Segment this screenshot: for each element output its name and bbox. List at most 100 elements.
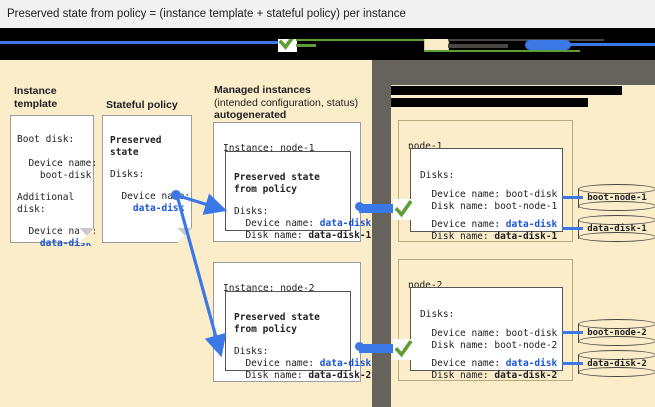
volume-label: boot-node-1 <box>587 192 647 203</box>
mi2-title: Instance: node-2 <box>223 283 315 294</box>
cylinder-top <box>578 215 655 225</box>
n2-boot-device-label: Device name: <box>420 328 506 339</box>
volume-data-disk-1: data-disk-1 <box>578 215 655 242</box>
mi-heading-line3: autogenerated <box>214 109 287 121</box>
column-heading-instance-template: Instance template <box>14 85 57 110</box>
legend-redaction-cover-top <box>0 28 655 39</box>
card-instance-template: Boot disk: Device name: boot-disk Additi… <box>10 115 98 249</box>
it-boot-disk-label: Boot disk: <box>17 134 75 145</box>
node1-name: node-1 <box>408 141 443 152</box>
n1-data-disk-value: data-disk-1 <box>494 231 558 242</box>
card-preserved-state-1: Preserved state from policy Disks: Devic… <box>225 151 371 241</box>
n1-boot-disk-label: Disk name: <box>420 201 495 212</box>
card-node-1-disks: Disks: Device name: boot-disk Disk name:… <box>410 148 563 242</box>
connector-mi1-to-node1 <box>359 204 397 213</box>
legend-blue-pill-icon <box>525 40 571 50</box>
column-heading-stateful-policy: Stateful policy <box>106 99 178 112</box>
legend-blue-line-icon-3 <box>565 43 655 46</box>
sp-disks-label: Disks: <box>110 169 145 180</box>
n2-boot-device-value: boot-disk <box>505 328 558 339</box>
ps1-device-label: Device name: <box>234 218 320 229</box>
it-additional-label2: disk: <box>17 204 46 215</box>
card-node-2: node-2 Disks: Device name: boot-disk Dis… <box>398 259 573 381</box>
node2-name: node-2 <box>408 280 443 291</box>
mi-heading-line2: (intended configuration, status) <box>214 96 359 109</box>
volume-boot-node-2: boot-node-2 <box>578 319 655 346</box>
ps2-device-value: data-disk <box>319 358 372 369</box>
n1-data-device-label: Device name: <box>420 219 506 230</box>
mi1-title: Instance: node-1 <box>223 143 315 154</box>
n2-disks-label: Disks: <box>420 309 455 320</box>
it-additional-label: Additional <box>17 192 75 203</box>
legend-blue-line-icon <box>0 41 278 44</box>
card-node-1: node-1 Disks: Device name: boot-disk Dis… <box>398 120 573 242</box>
cylinder-top <box>578 350 655 360</box>
card-fold-corner <box>79 228 94 243</box>
ps1-disks-label: Disks: <box>234 206 269 217</box>
link-node1-boot-volume <box>562 196 583 199</box>
status-check-icon-node-2 <box>393 339 414 360</box>
legend-green-line-icon <box>296 38 424 41</box>
ps2-disk-label: Disk name: <box>234 370 309 381</box>
ps1-device-value: data-disk <box>319 218 372 229</box>
legend-redaction-bar-2 <box>448 44 508 48</box>
card-managed-instance-1: Instance: node-1 Preserved state from po… <box>213 122 371 242</box>
n2-boot-disk-label: Disk name: <box>420 340 495 351</box>
diagram-stage: Instance template Boot disk: Device name… <box>0 60 655 407</box>
ps2-disks-label: Disks: <box>234 346 269 357</box>
cylinder-bottom <box>578 232 655 242</box>
page-title: Preserved state from policy = (instance … <box>0 0 655 28</box>
mi-heading-line1: Managed instances <box>214 84 311 96</box>
ps1-line2: from policy <box>234 184 297 195</box>
it-data-device-value: data-disk <box>17 238 92 249</box>
n2-data-device-label: Device name: <box>420 358 506 369</box>
card-preserved-state-2: Preserved state from policy Disks: Devic… <box>225 291 371 381</box>
status-check-icon-node-1 <box>393 199 414 220</box>
n2-data-device-value: data-disk <box>505 358 558 369</box>
right-panel-heading-redaction-1 <box>391 86 622 95</box>
it-boot-device-label: Device name: <box>17 158 98 169</box>
it-boot-device-value: boot-disk <box>17 170 92 181</box>
n1-data-device-value: data-disk <box>505 219 558 230</box>
card-stateful-policy: Preserved state Disks: Device name: data… <box>102 115 192 243</box>
card-node-2-disks: Disks: Device name: boot-disk Disk name:… <box>410 287 563 381</box>
legend-redaction-cover-left <box>0 28 278 41</box>
ps1-disk-value: data-disk-1 <box>308 230 372 241</box>
right-panel-heading-redaction-2 <box>391 98 588 107</box>
n1-disks-label: Disks: <box>420 170 455 181</box>
cylinder-bottom <box>578 367 655 377</box>
link-node2-data-volume <box>562 362 583 365</box>
ps2-device-label: Device name: <box>234 358 320 369</box>
volume-label: data-disk-1 <box>587 223 647 234</box>
n1-boot-disk-value: boot-node-1 <box>494 201 558 212</box>
legend-redaction-cover-bottom <box>0 52 655 60</box>
n2-data-disk-value: data-disk-2 <box>494 370 558 381</box>
volume-label: data-disk-2 <box>587 358 647 369</box>
sp-title-line1: Preserved <box>110 135 162 146</box>
n2-boot-disk-value: boot-node-2 <box>494 340 558 351</box>
instance-template-heading-line1: Instance <box>14 85 57 97</box>
link-node2-boot-volume <box>562 331 583 334</box>
legend-green-line-icon-2 <box>296 44 316 47</box>
n2-data-disk-label: Disk name: <box>420 370 495 381</box>
cylinder-bottom <box>578 336 655 346</box>
ps1-line1: Preserved state <box>234 172 320 183</box>
link-node1-data-volume <box>562 227 583 230</box>
n1-boot-device-value: boot-disk <box>505 189 558 200</box>
sp-device-value: data-disk <box>110 203 185 214</box>
stateful-policy-heading: Stateful policy <box>106 99 178 111</box>
volume-label: boot-node-2 <box>587 327 647 338</box>
cylinder-top <box>578 319 655 329</box>
instance-template-heading-line2: template <box>14 97 58 110</box>
n1-boot-device-label: Device name: <box>420 189 506 200</box>
card-managed-instance-2: Instance: node-2 Preserved state from po… <box>213 262 371 382</box>
connector-mi2-to-node2 <box>359 344 397 353</box>
n1-data-disk-label: Disk name: <box>420 231 495 242</box>
cylinder-top <box>578 184 655 194</box>
sp-title-line2: state <box>110 147 139 158</box>
volume-boot-node-1: boot-node-1 <box>578 184 655 211</box>
card-fold-corner <box>177 228 192 243</box>
ps2-line2: from policy <box>234 324 297 335</box>
legend-green-line-icon-3 <box>424 50 580 53</box>
column-heading-managed-instances: Managed instances (intended configuratio… <box>214 84 358 122</box>
